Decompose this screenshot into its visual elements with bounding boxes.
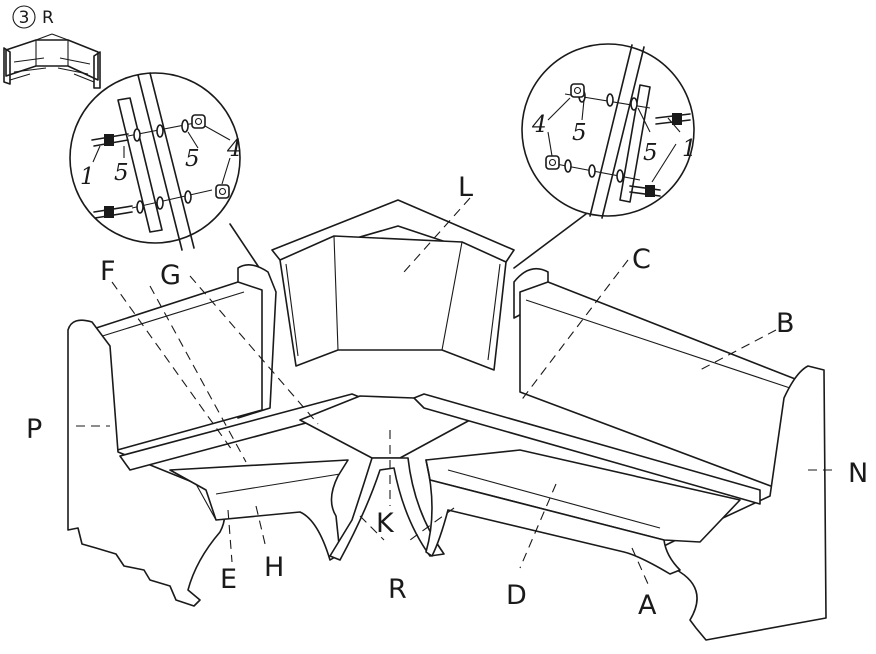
detail-circle-left: 1 5 5 4 (69, 72, 242, 251)
corner-unit-l (271, 199, 515, 371)
detail-circle-right-outline (521, 43, 695, 217)
step-suffix: R (42, 8, 54, 28)
step-circle (12, 5, 36, 29)
label-h: H (264, 552, 284, 583)
thumbnail-bench (3, 33, 101, 89)
detail-circle-right: 4 5 5 1 (521, 43, 697, 219)
left-end-panel-p (67, 319, 226, 607)
label-d: D (506, 580, 527, 611)
left-seat-frame (119, 393, 363, 561)
label-a: A (638, 590, 657, 621)
right-seat-frame (413, 393, 761, 575)
label-n: N (848, 458, 868, 489)
leader-lines (76, 197, 832, 585)
hw-right-bolt-label: 1 (682, 136, 697, 162)
label-b: B (776, 308, 795, 339)
label-c: C (632, 244, 651, 275)
label-r: R (388, 574, 407, 605)
step-indicator: 3 R (12, 5, 54, 29)
hw-left-bolt-label: 1 (80, 164, 95, 190)
label-e: E (220, 564, 237, 595)
left-back-panel-g (89, 264, 277, 453)
label-f: F (100, 256, 116, 287)
hw-right-washer-bolt-label: 5 (643, 140, 658, 166)
label-l: L (458, 172, 473, 203)
hw-left-nut-label: 4 (226, 136, 242, 162)
hw-right-nut-label: 4 (531, 112, 547, 138)
hw-left-washer-nut-label: 5 (185, 146, 200, 172)
part-labels: F G L C B P N K E H R D A (26, 172, 868, 621)
hw-left-washer-bolt-label: 5 (114, 160, 129, 186)
label-p: P (26, 414, 42, 445)
hw-right-washer-nut-label: 5 (572, 120, 587, 146)
label-k: K (376, 508, 395, 539)
label-g: G (160, 260, 181, 291)
step-number: 3 (19, 8, 30, 28)
